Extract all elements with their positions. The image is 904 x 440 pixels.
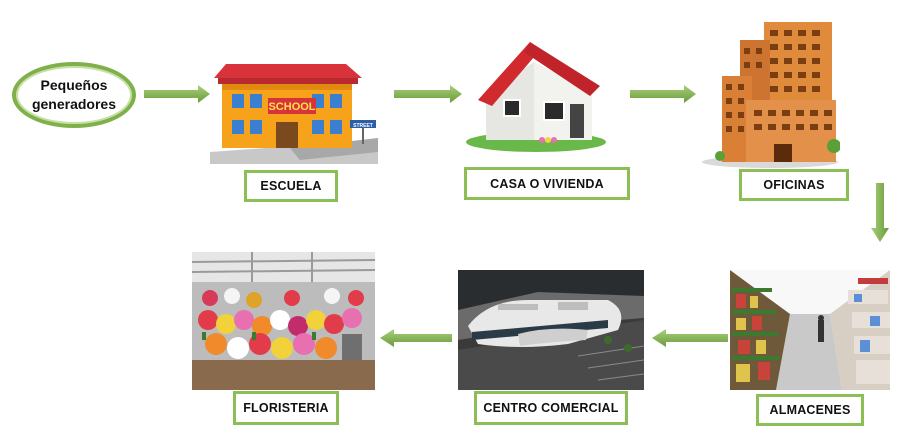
label-casa-o-vivienda: CASA O VIVIENDA — [464, 167, 630, 200]
almacenes-image — [730, 270, 890, 390]
arrow-centro-to-floristeria — [380, 329, 452, 347]
label-centro-comercial: CENTRO COMERCIAL — [474, 391, 628, 425]
arrow-escuela-to-casa — [394, 85, 462, 103]
label-floristeria: FLORISTERIA — [233, 391, 339, 425]
label-almacenes: ALMACENES — [756, 394, 864, 426]
arrow-oficinas-to-almacenes — [871, 183, 889, 242]
arrow-almacenes-to-centro — [652, 329, 728, 347]
casa-image — [464, 40, 608, 152]
label-escuela: ESCUELA — [244, 170, 338, 202]
arrow-start-to-escuela — [144, 85, 210, 103]
escuela-image: SCHOOL STREET — [210, 60, 378, 164]
arrow-casa-to-oficinas — [630, 85, 696, 103]
label-oficinas: OFICINAS — [739, 169, 849, 201]
oficinas-image — [700, 18, 840, 168]
school-sign-text: SCHOOL — [268, 101, 315, 113]
floristeria-image — [192, 252, 375, 390]
centro-comercial-image — [458, 270, 644, 390]
